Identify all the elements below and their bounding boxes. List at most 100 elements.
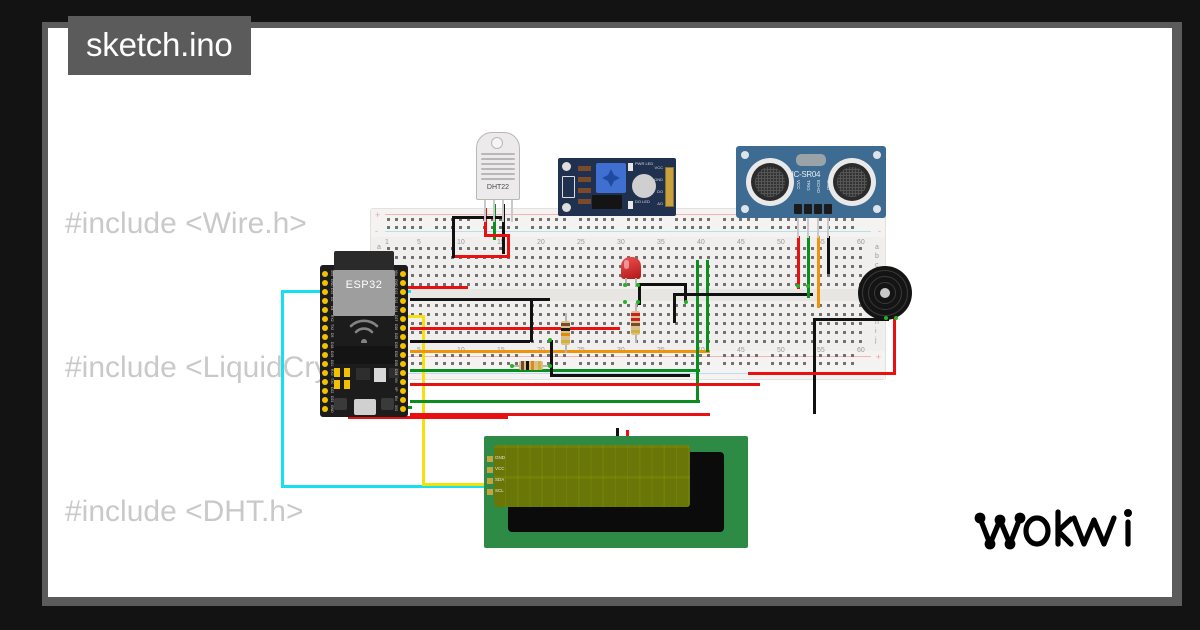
part-ldr-module[interactable]: PWR LED DO LED VCC GND DO AO bbox=[558, 158, 676, 216]
wire[interactable] bbox=[673, 293, 813, 296]
part-resistor[interactable] bbox=[561, 313, 570, 353]
wire[interactable] bbox=[422, 483, 504, 486]
wire[interactable] bbox=[410, 383, 760, 386]
wire[interactable] bbox=[550, 340, 553, 376]
wire[interactable] bbox=[410, 340, 530, 343]
esp32-pin[interactable] bbox=[322, 361, 328, 367]
esp32-boot-button[interactable] bbox=[381, 398, 394, 410]
esp32-pin[interactable] bbox=[400, 343, 406, 349]
part-resistor[interactable] bbox=[631, 303, 640, 343]
esp32-pin[interactable] bbox=[322, 316, 328, 322]
esp32-pin[interactable] bbox=[400, 379, 406, 385]
dht22-grill-line bbox=[481, 178, 515, 180]
esp32-pin[interactable] bbox=[400, 271, 406, 277]
lcd-pin-pad[interactable] bbox=[487, 467, 493, 473]
esp32-pin[interactable] bbox=[322, 343, 328, 349]
esp32-pin[interactable] bbox=[400, 307, 406, 313]
esp32-pin[interactable] bbox=[322, 298, 328, 304]
part-dht22[interactable]: DHT22 bbox=[476, 132, 520, 222]
wire[interactable] bbox=[638, 283, 641, 305]
wire[interactable] bbox=[684, 283, 687, 303]
wire[interactable] bbox=[493, 204, 496, 240]
ldr-potentiometer[interactable] bbox=[596, 163, 626, 193]
esp32-pin[interactable] bbox=[400, 361, 406, 367]
wire[interactable] bbox=[484, 234, 510, 237]
wire[interactable] bbox=[530, 298, 533, 342]
wire[interactable] bbox=[550, 374, 690, 377]
wire[interactable] bbox=[281, 485, 503, 488]
esp32-pin[interactable] bbox=[322, 370, 328, 376]
esp32-pin[interactable] bbox=[322, 406, 328, 412]
ldr-pin-header[interactable] bbox=[665, 167, 674, 207]
wire[interactable] bbox=[507, 234, 510, 258]
esp32-pin[interactable] bbox=[322, 289, 328, 295]
sr04-pin-pad[interactable] bbox=[814, 204, 822, 214]
part-buzzer[interactable] bbox=[858, 266, 912, 320]
circuit-diagram[interactable]: + - + - + - + - 115510101515202025253 bbox=[48, 28, 1172, 597]
wire[interactable] bbox=[616, 428, 619, 431]
wire[interactable] bbox=[893, 318, 896, 374]
wire[interactable] bbox=[748, 372, 896, 375]
wire[interactable] bbox=[696, 260, 699, 402]
wire[interactable] bbox=[827, 236, 830, 274]
esp32-pin[interactable] bbox=[400, 334, 406, 340]
wire[interactable] bbox=[706, 260, 709, 352]
esp32-pin[interactable] bbox=[322, 325, 328, 331]
wire[interactable] bbox=[452, 216, 504, 219]
wire[interactable] bbox=[348, 416, 508, 419]
wire[interactable] bbox=[410, 327, 620, 330]
esp32-pin[interactable] bbox=[322, 388, 328, 394]
esp32-pin[interactable] bbox=[322, 379, 328, 385]
part-led-red[interactable] bbox=[621, 257, 641, 287]
wire[interactable] bbox=[452, 218, 455, 258]
esp32-pin[interactable] bbox=[400, 388, 406, 394]
wire[interactable] bbox=[673, 293, 676, 323]
wire[interactable] bbox=[813, 318, 816, 414]
wire[interactable] bbox=[410, 369, 700, 372]
esp32-pin[interactable] bbox=[400, 280, 406, 286]
lcd-pin-pad[interactable] bbox=[487, 456, 493, 462]
wire[interactable] bbox=[281, 290, 284, 488]
wire[interactable] bbox=[813, 318, 889, 321]
esp32-pin[interactable] bbox=[400, 298, 406, 304]
wire[interactable] bbox=[807, 236, 810, 298]
part-hc-sr04[interactable]: HC-SR04 VCC TRIG ECHO GND bbox=[736, 146, 886, 218]
sr04-pin-pad[interactable] bbox=[794, 204, 802, 214]
lcd-pin-pad[interactable] bbox=[487, 489, 493, 495]
wire[interactable] bbox=[410, 413, 710, 416]
esp32-usb-port[interactable] bbox=[354, 399, 376, 415]
file-tab-sketch-ino[interactable]: sketch.ino bbox=[68, 16, 251, 75]
esp32-pin[interactable] bbox=[400, 370, 406, 376]
wire[interactable] bbox=[797, 236, 800, 288]
esp32-pin[interactable] bbox=[400, 325, 406, 331]
esp32-pin[interactable] bbox=[400, 352, 406, 358]
diagram-canvas[interactable]: #include <Wire.h> #include <LiquidCrysta… bbox=[48, 28, 1172, 597]
wire[interactable] bbox=[502, 204, 505, 254]
led-cathode-leg bbox=[635, 278, 637, 287]
part-resistor[interactable] bbox=[511, 361, 551, 370]
wire[interactable] bbox=[817, 236, 820, 308]
wire[interactable] bbox=[452, 255, 510, 258]
part-lcd1602[interactable]: GND VCC SDA SCL bbox=[484, 436, 748, 548]
esp32-pin[interactable] bbox=[400, 289, 406, 295]
wire[interactable] bbox=[348, 286, 468, 289]
esp32-pin[interactable] bbox=[322, 334, 328, 340]
wire[interactable] bbox=[410, 350, 710, 353]
esp32-pin[interactable] bbox=[322, 397, 328, 403]
sr04-pin-pad[interactable] bbox=[824, 204, 832, 214]
wire[interactable] bbox=[410, 298, 550, 301]
esp32-pin[interactable] bbox=[400, 406, 406, 412]
wire[interactable] bbox=[484, 208, 487, 236]
esp32-pin[interactable] bbox=[400, 316, 406, 322]
esp32-pin[interactable] bbox=[322, 271, 328, 277]
esp32-en-button[interactable] bbox=[334, 398, 347, 410]
wire[interactable] bbox=[638, 283, 686, 286]
esp32-pin[interactable] bbox=[400, 397, 406, 403]
esp32-pin[interactable] bbox=[322, 352, 328, 358]
esp32-pin[interactable] bbox=[322, 280, 328, 286]
wire[interactable] bbox=[410, 400, 700, 403]
esp32-pin[interactable] bbox=[322, 307, 328, 313]
lcd-pin-pad[interactable] bbox=[487, 478, 493, 484]
sr04-pin-pad[interactable] bbox=[804, 204, 812, 214]
